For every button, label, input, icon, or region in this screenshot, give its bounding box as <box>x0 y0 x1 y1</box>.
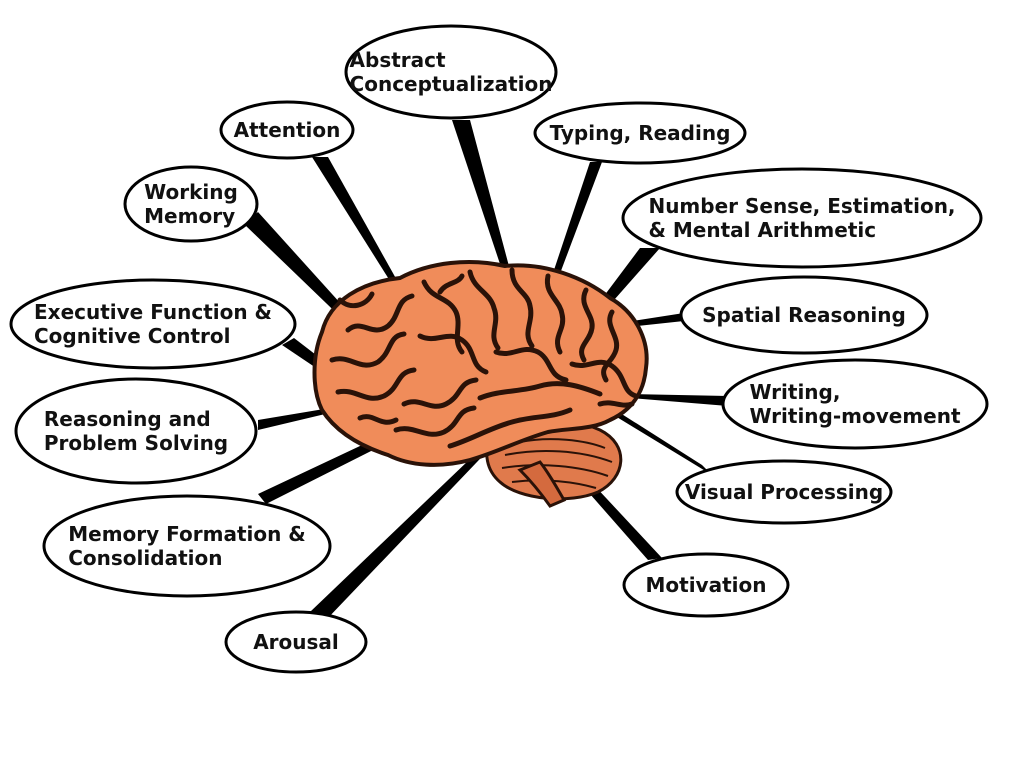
label-text: Visual Processing <box>684 480 884 504</box>
label-number-sense: Number Sense, Estimation, & Mental Arith… <box>623 169 981 267</box>
bubble-executive <box>9 278 297 370</box>
label-motivation: Motivation <box>624 554 788 616</box>
bubble-writing <box>721 358 989 450</box>
label-text: Arousal <box>253 630 339 654</box>
bubble-number <box>621 167 983 269</box>
label-visual-processing: Visual Processing <box>677 461 891 523</box>
bubble-visual <box>675 459 893 525</box>
brain-stem <box>517 460 567 508</box>
label-working-memory: Working Memory <box>125 167 257 241</box>
label-typing-reading: Typing, Reading <box>535 103 745 163</box>
label-text: Typing, Reading <box>549 121 731 145</box>
label-text: Motivation <box>645 573 767 597</box>
bubble-memoryform <box>42 494 332 598</box>
label-text: Attention <box>233 118 341 142</box>
bubble-working <box>123 165 259 243</box>
label-writing-movement: Writing, Writing-movement <box>723 360 987 448</box>
brain-illustration <box>312 260 649 508</box>
connector-typing <box>544 162 602 300</box>
bubble-attention <box>219 100 355 160</box>
label-reasoning-problem-solving: Reasoning and Problem Solving <box>16 379 256 483</box>
connector-abstract <box>452 120 518 300</box>
bubble-arousal <box>224 610 368 674</box>
bubble-typing <box>533 101 747 165</box>
bubble-spatial <box>679 275 929 355</box>
bubble-abstract <box>344 24 558 120</box>
connector-working <box>244 212 360 330</box>
connector-writing <box>630 394 728 406</box>
label-arousal: Arousal <box>226 612 366 672</box>
label-text: Executive Function & Cognitive Control <box>34 300 272 348</box>
label-text: Spatial Reasoning <box>702 303 906 327</box>
label-text: Reasoning and Problem Solving <box>43 407 229 455</box>
bubble-motivation <box>622 552 790 618</box>
label-spatial-reasoning: Spatial Reasoning <box>681 277 927 353</box>
label-memory-formation: Memory Formation & Consolidation <box>44 496 330 596</box>
label-text: Writing, Writing-movement <box>749 380 961 428</box>
label-text: Memory Formation & Consolidation <box>68 522 306 570</box>
label-attention: Attention <box>221 102 353 158</box>
connector-attention <box>312 157 408 300</box>
label-bubbles <box>9 24 989 674</box>
label-abstract-conceptualization: Abstract Conceptualization <box>346 26 556 118</box>
connector-visual <box>602 404 712 475</box>
label-text: Number Sense, Estimation, & Mental Arith… <box>648 194 956 242</box>
bubble-reasoning <box>14 377 258 485</box>
label-text: Working Memory <box>144 180 238 228</box>
label-executive-function: Executive Function & Cognitive Control <box>11 280 295 368</box>
label-text: Abstract Conceptualization <box>349 48 553 96</box>
connector-arousal <box>310 438 498 620</box>
